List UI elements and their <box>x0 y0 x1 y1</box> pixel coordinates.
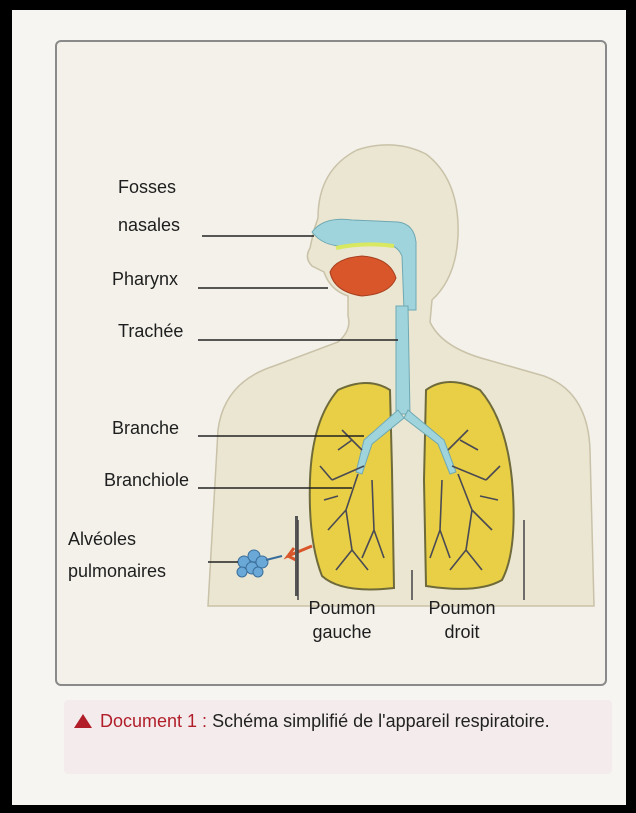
respiratory-diagram <box>12 10 626 805</box>
label-poumon-droit-1: Poumon <box>414 597 510 619</box>
label-poumon-droit-2: droit <box>414 621 510 643</box>
left-lung <box>310 383 394 590</box>
caption-description: Schéma simplifié de l'appareil respirato… <box>207 711 550 731</box>
trachea <box>396 306 410 414</box>
label-fosses-nasales-2: nasales <box>118 214 180 236</box>
label-poumon-gauche-2: gauche <box>294 621 390 643</box>
caption-text: Document 1 : Schéma simplifié de l'appar… <box>100 708 605 734</box>
label-poumon-gauche-1: Poumon <box>294 597 390 619</box>
page: Fosses nasales Pharynx Trachée Branche B… <box>12 10 626 805</box>
label-branchiole: Branchiole <box>104 469 189 491</box>
label-trachee: Trachée <box>118 320 183 342</box>
caption-document-number: Document 1 : <box>100 711 207 731</box>
label-fosses-nasales-1: Fosses <box>118 176 176 198</box>
figure-caption: Document 1 : Schéma simplifié de l'appar… <box>64 700 612 774</box>
triangle-icon <box>74 714 92 728</box>
label-alveoles-2: pulmonaires <box>68 560 166 582</box>
label-alveoles-1: Alvéoles <box>68 528 136 550</box>
label-pharynx: Pharynx <box>112 268 178 290</box>
label-branche: Branche <box>112 417 179 439</box>
